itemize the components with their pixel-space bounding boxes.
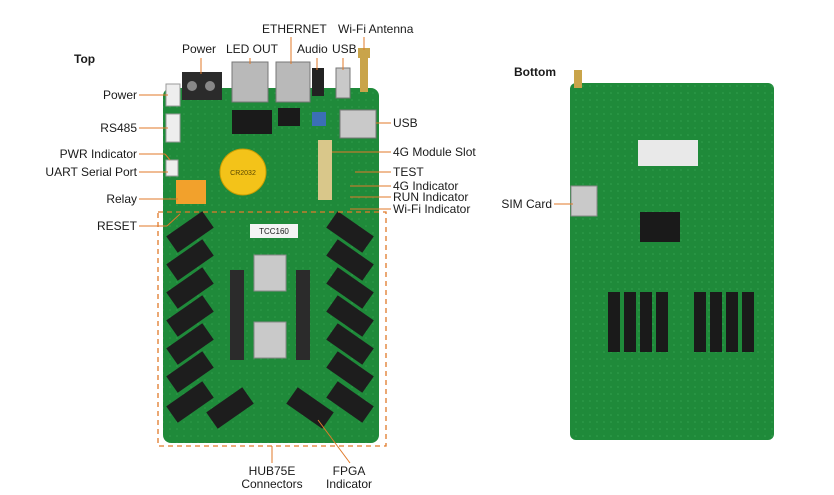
- battery-label: CR2032: [230, 170, 256, 177]
- label-hub75e-line1: HUB75E: [248, 464, 296, 478]
- label-power-left: Power: [102, 88, 137, 102]
- usb-side-port: [339, 109, 377, 139]
- label-fpga-line1: FPGA: [332, 464, 366, 478]
- power-connector: [165, 83, 181, 107]
- label-audio: Audio: [297, 42, 328, 56]
- top-section-title: Top: [74, 52, 96, 66]
- bottom-section-title: Bottom: [514, 65, 556, 79]
- label-4g-indicator: 4G Indicator: [393, 179, 459, 193]
- label-wifi-indicator: Wi-Fi Indicator: [393, 202, 471, 216]
- label-uart: UART Serial Port: [45, 165, 137, 179]
- top-board: CR2032 TCC160: [157, 48, 387, 447]
- hub75e-connectors-right: [286, 211, 374, 429]
- label-test: TEST: [393, 165, 424, 179]
- label-ethernet: ETHERNET: [262, 22, 327, 36]
- leader-lines: [139, 37, 573, 464]
- heatsink-upper: [253, 254, 287, 292]
- sim-card-slot: [570, 185, 598, 217]
- hub75e-connectors-left: [166, 211, 254, 429]
- heatsink-lower: [253, 321, 287, 359]
- model-label: TCC160: [259, 227, 289, 236]
- label-rs485: RS485: [100, 121, 137, 135]
- label-usb-top: USB: [332, 42, 357, 56]
- relay-block: [176, 180, 206, 204]
- wifi-antenna-base: [360, 56, 368, 92]
- label-wifi-antenna: Wi-Fi Antenna: [338, 22, 414, 36]
- audio-jack: [312, 68, 324, 96]
- label-relay: Relay: [106, 192, 137, 206]
- label-pwr-indicator: PWR Indicator: [59, 147, 137, 161]
- led-out-port: [231, 61, 269, 103]
- label-led-out: LED OUT: [226, 42, 279, 56]
- ethernet-port: [275, 61, 311, 103]
- label-hub75e-line2: Connectors: [241, 477, 303, 491]
- bottom-board: [570, 70, 774, 440]
- uart-connector: [165, 159, 179, 177]
- rs485-connector: [165, 113, 181, 143]
- label-fpga-line2: Indicator: [325, 477, 373, 491]
- label-sim-card: SIM Card: [501, 197, 552, 211]
- label-run-indicator: RUN Indicator: [393, 190, 469, 204]
- module-4g-slot: [318, 140, 332, 200]
- label-4g-module: 4G Module Slot: [393, 145, 476, 159]
- usb-top-port: [335, 67, 351, 99]
- label-usb-right: USB: [393, 116, 418, 130]
- battery: [219, 148, 267, 196]
- label-power-top: Power: [182, 42, 217, 56]
- label-reset: RESET: [96, 219, 137, 233]
